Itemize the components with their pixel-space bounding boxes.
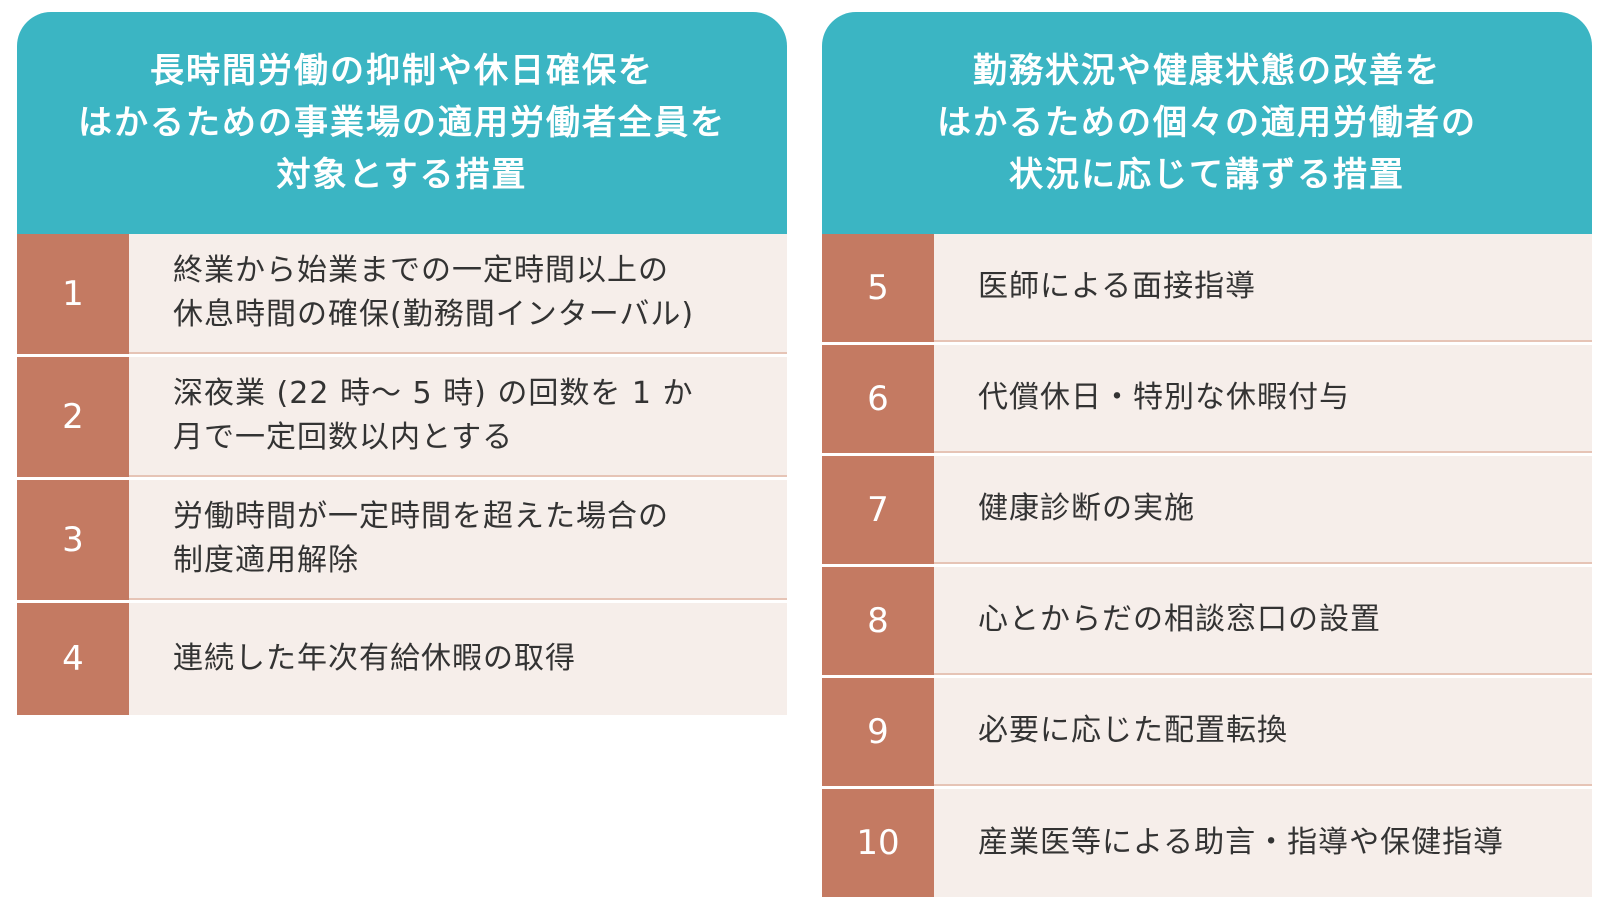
left-panel-header: 長時間労働の抑制や休日確保を はかるための事業場の適用労働者全員を 対象とする措…: [17, 12, 787, 234]
header-line: 勤務状況や健康状態の改善を: [973, 51, 1441, 91]
item-text: 連続した年次有給休暇の取得: [129, 603, 787, 715]
left-panel: 長時間労働の抑制や休日確保を はかるための事業場の適用労働者全員を 対象とする措…: [17, 12, 787, 715]
list-item: 1 終業から始業までの一定時間以上の 休息時間の確保(勤務間インターバル): [17, 234, 787, 354]
item-text-line: 休息時間の確保(勤務間インターバル): [173, 297, 695, 332]
list-item: 10 産業医等による助言・指導や保健指導: [822, 786, 1592, 897]
item-text: 必要に応じた配置転換: [934, 678, 1592, 786]
item-text: 終業から始業までの一定時間以上の 休息時間の確保(勤務間インターバル): [129, 234, 787, 354]
item-number: 10: [822, 789, 934, 897]
header-line: 対象とする措置: [276, 155, 528, 195]
list-item: 4 連続した年次有給休暇の取得: [17, 600, 787, 715]
item-text: 医師による面接指導: [934, 234, 1592, 342]
header-line: はかるための事業場の適用労働者全員を: [78, 103, 726, 143]
item-text-line: 終業から始業までの一定時間以上の: [173, 253, 669, 288]
item-text-line: 産業医等による助言・指導や保健指導: [978, 825, 1505, 860]
header-line: 長時間労働の抑制や休日確保を: [150, 51, 654, 91]
item-text-line: 心とからだの相談窓口の設置: [978, 602, 1381, 637]
item-number: 3: [17, 480, 129, 600]
item-text-line: 深夜業 (22 時～ 5 時) の回数を 1 か: [173, 376, 694, 411]
list-item: 8 心とからだの相談窓口の設置: [822, 564, 1592, 675]
right-panel: 勤務状況や健康状態の改善を はかるための個々の適用労働者の 状況に応じて講ずる措…: [822, 12, 1592, 897]
item-text-line: 健康診断の実施: [978, 491, 1195, 526]
item-text: 心とからだの相談窓口の設置: [934, 567, 1592, 675]
item-number: 6: [822, 345, 934, 453]
item-number: 4: [17, 603, 129, 715]
item-text: 労働時間が一定時間を超えた場合の 制度適用解除: [129, 480, 787, 600]
item-number: 7: [822, 456, 934, 564]
item-text-line: 制度適用解除: [173, 543, 359, 578]
item-number: 8: [822, 567, 934, 675]
item-text: 産業医等による助言・指導や保健指導: [934, 789, 1592, 897]
header-line: 状況に応じて講ずる措置: [1009, 155, 1405, 195]
list-item: 5 医師による面接指導: [822, 234, 1592, 342]
item-text-line: 労働時間が一定時間を超えた場合の: [173, 499, 669, 534]
item-text: 代償休日・特別な休暇付与: [934, 345, 1592, 453]
item-number: 1: [17, 234, 129, 354]
right-panel-header: 勤務状況や健康状態の改善を はかるための個々の適用労働者の 状況に応じて講ずる措…: [822, 12, 1592, 234]
list-item: 3 労働時間が一定時間を超えた場合の 制度適用解除: [17, 477, 787, 600]
item-text-line: 医師による面接指導: [978, 269, 1257, 304]
item-number: 9: [822, 678, 934, 786]
item-text: 深夜業 (22 時～ 5 時) の回数を 1 か 月で一定回数以内とする: [129, 357, 787, 477]
item-number: 2: [17, 357, 129, 477]
item-text-line: 代償休日・特別な休暇付与: [978, 380, 1350, 415]
item-number: 5: [822, 234, 934, 342]
list-item: 6 代償休日・特別な休暇付与: [822, 342, 1592, 453]
list-item: 9 必要に応じた配置転換: [822, 675, 1592, 786]
item-text-line: 連続した年次有給休暇の取得: [173, 641, 576, 676]
item-text: 健康診断の実施: [934, 456, 1592, 564]
right-item-list: 5 医師による面接指導 6 代償休日・特別な休暇付与 7 健康診断の実施 8 心…: [822, 234, 1592, 897]
left-item-list: 1 終業から始業までの一定時間以上の 休息時間の確保(勤務間インターバル) 2 …: [17, 234, 787, 715]
item-text-line: 必要に応じた配置転換: [978, 713, 1288, 748]
list-item: 2 深夜業 (22 時～ 5 時) の回数を 1 か 月で一定回数以内とする: [17, 354, 787, 477]
list-item: 7 健康診断の実施: [822, 453, 1592, 564]
header-line: はかるための個々の適用労働者の: [937, 103, 1477, 143]
item-text-line: 月で一定回数以内とする: [173, 420, 514, 455]
